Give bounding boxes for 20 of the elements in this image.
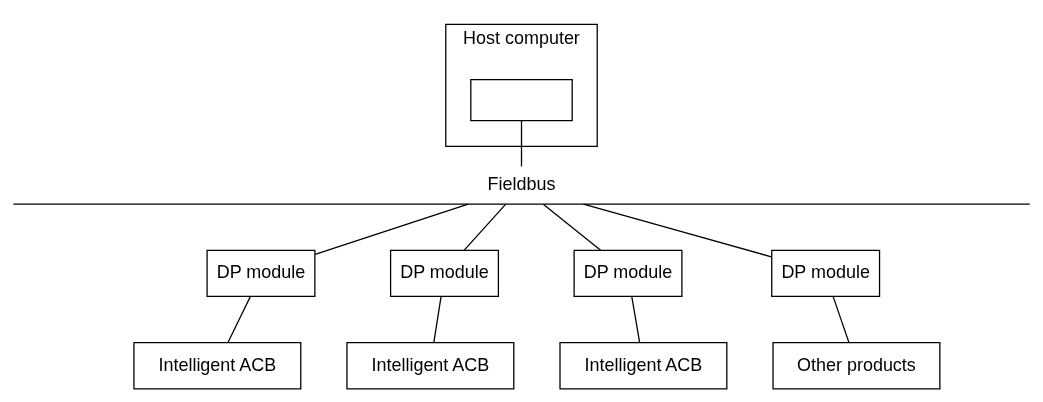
node-text: Fieldbus: [487, 173, 556, 194]
node-box: Intelligent ACB: [346, 341, 515, 389]
connector: [542, 203, 602, 251]
node-box: DP module: [389, 249, 500, 297]
node-box: DP module: [573, 249, 683, 297]
node-box: Intelligent ACB: [133, 341, 302, 389]
connector: [582, 203, 773, 257]
node-box: [470, 78, 573, 121]
connector: [314, 203, 469, 255]
connector: [463, 203, 507, 251]
cluster: Host computer: [445, 23, 598, 147]
connector: [433, 295, 442, 343]
node-box: DP module: [771, 249, 881, 297]
connector: [520, 119, 523, 167]
connector: [227, 295, 251, 343]
node-box: DP module: [206, 249, 316, 297]
node-box: Other products: [772, 341, 941, 389]
connector: [832, 295, 850, 343]
connector: [631, 295, 641, 343]
node-box: Intelligent ACB: [559, 341, 728, 389]
